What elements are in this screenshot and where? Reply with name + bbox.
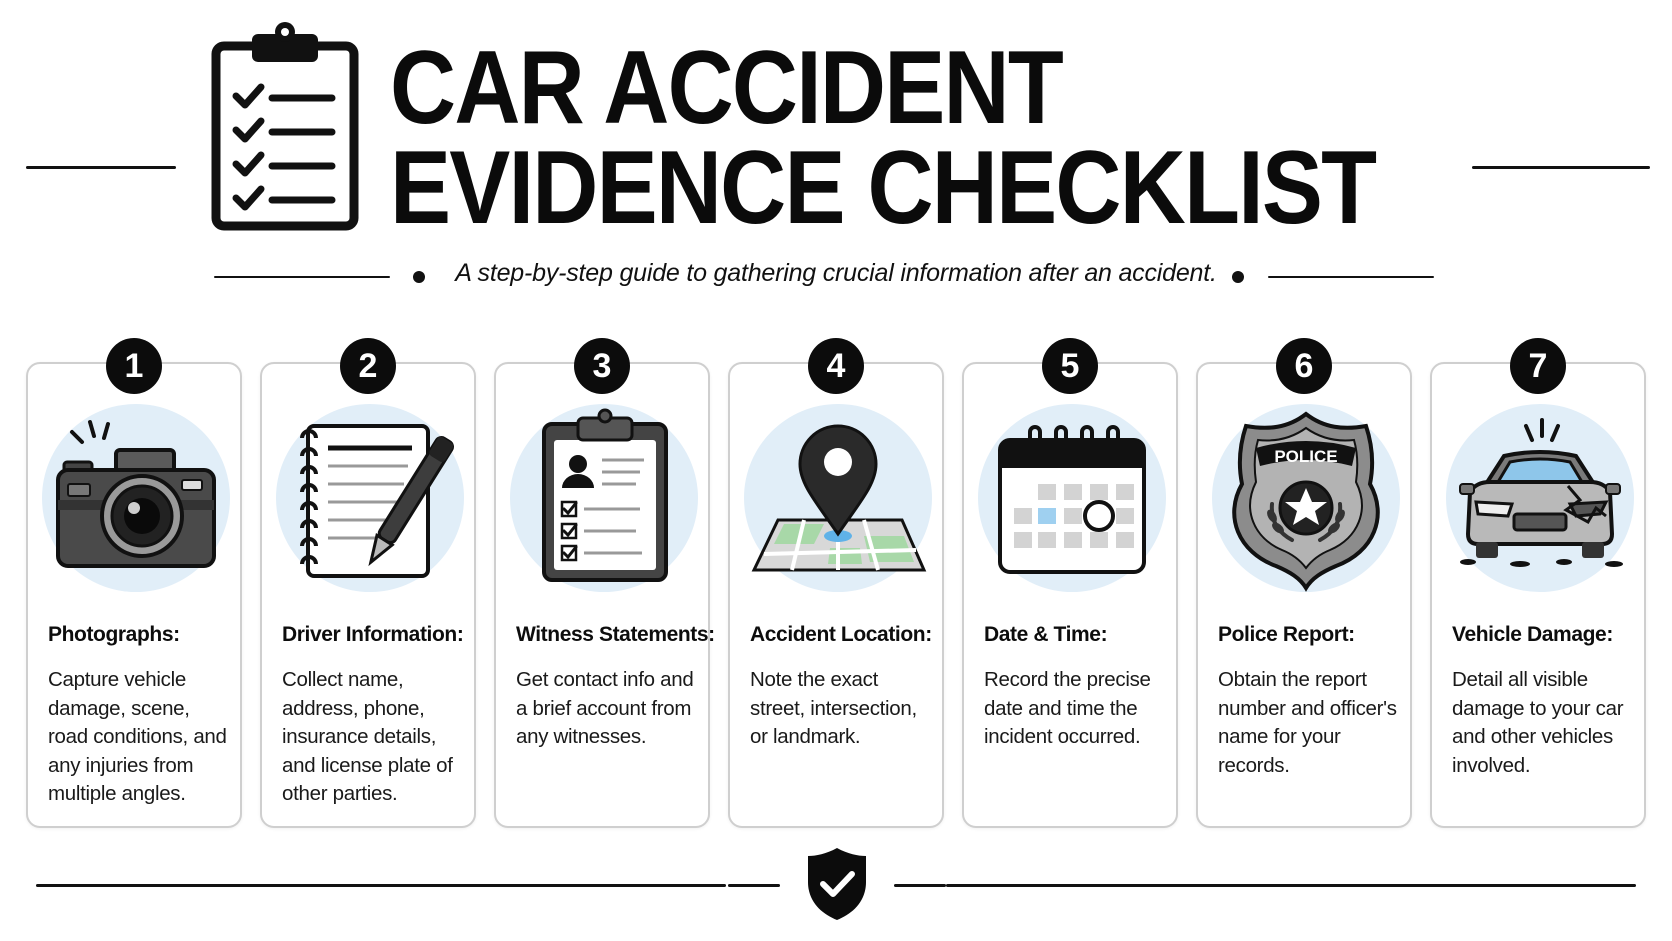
card-vehicle-damage: 7 Vehicle Damage: Detail all visible dam… — [1430, 338, 1646, 828]
title-line-1: CAR ACCIDENT — [390, 30, 1064, 146]
card-description: Detail all visible damage to your car an… — [1452, 668, 1624, 777]
illustration-circle — [978, 404, 1166, 592]
police-badge-icon: POLICE — [1232, 411, 1380, 592]
subtitle-rule-right — [1268, 276, 1434, 278]
footer-rule-right-short — [894, 884, 946, 887]
card-title: Accident Location: — [750, 623, 932, 646]
calendar-icon — [998, 425, 1146, 574]
card-title: Witness Statements: — [516, 623, 715, 646]
page-title: CAR ACCIDENT EVIDENCE CHECKLIST — [390, 30, 1490, 246]
card-description: Note the exact street, intersection, or … — [750, 668, 917, 748]
footer-rule-right — [946, 884, 1636, 887]
header-rule-right — [1472, 166, 1650, 169]
shield-check-icon — [808, 848, 866, 920]
step-number-badge: 4 — [808, 338, 864, 394]
card-accident-location: 4 Accident Location: Note the exact stre… — [728, 338, 944, 828]
subtitle-dot-right — [1232, 271, 1244, 283]
illustration-circle: POLICE — [1212, 404, 1400, 592]
header-rule-left — [26, 166, 176, 169]
step-number-badge: 5 — [1042, 338, 1098, 394]
step-number-badge: 6 — [1276, 338, 1332, 394]
card-title: Driver Information: — [282, 623, 464, 646]
card-description: Obtain the report number and officer's n… — [1218, 668, 1397, 777]
clipboard-checklist-icon — [211, 22, 359, 231]
illustration-circle — [276, 404, 464, 592]
card-driver-information: 2 Driver Information: Collect name, addr… — [260, 338, 476, 828]
card-title: Date & Time: — [984, 623, 1108, 646]
subtitle-dot-left — [413, 271, 425, 283]
card-witness-statements: 3 Witness Statements: Get contact info a… — [494, 338, 715, 828]
step-number-badge: 7 — [1510, 338, 1566, 394]
police-badge-text: POLICE — [1274, 447, 1337, 466]
step-number-badge: 3 — [574, 338, 630, 394]
step-number-badge: 1 — [106, 338, 162, 394]
subtitle-rule-left — [214, 276, 390, 278]
title-line-2: EVIDENCE CHECKLIST — [390, 130, 1377, 246]
card-photographs: 1 Photographs: Capture vehicle damage, s… — [26, 338, 242, 828]
card-title: Vehicle Damage: — [1452, 623, 1613, 646]
illustration-circle — [744, 404, 932, 592]
card-description: Get contact info and a brief account fro… — [516, 668, 694, 748]
card-police-report: 6 POLICE Police Report: Obtain the repor… — [1196, 338, 1412, 828]
card-description: Collect name, address, phone, insurance … — [282, 668, 453, 805]
card-description: Capture vehicle damage, scene, road cond… — [48, 668, 227, 805]
footer-rule-left-short — [728, 884, 780, 887]
card-date-time: 5 Date & Time: Record the precise date a… — [962, 338, 1178, 828]
illustration-circle — [1446, 404, 1634, 592]
map-pin-icon — [751, 424, 927, 572]
subtitle: A step-by-step guide to gathering crucia… — [455, 259, 1217, 287]
clipboard-person-icon — [542, 408, 668, 582]
damaged-car-icon — [1459, 418, 1623, 567]
card-title: Photographs: — [48, 623, 180, 646]
illustration-circle — [510, 404, 698, 592]
illustration-circle — [42, 404, 230, 592]
card-title: Police Report: — [1218, 623, 1355, 646]
camera-icon — [56, 420, 216, 568]
card-description: Record the precise date and time the inc… — [984, 668, 1151, 748]
notepad-pen-icon — [300, 424, 454, 578]
footer-rule-left — [36, 884, 726, 887]
step-number-badge: 2 — [340, 338, 396, 394]
